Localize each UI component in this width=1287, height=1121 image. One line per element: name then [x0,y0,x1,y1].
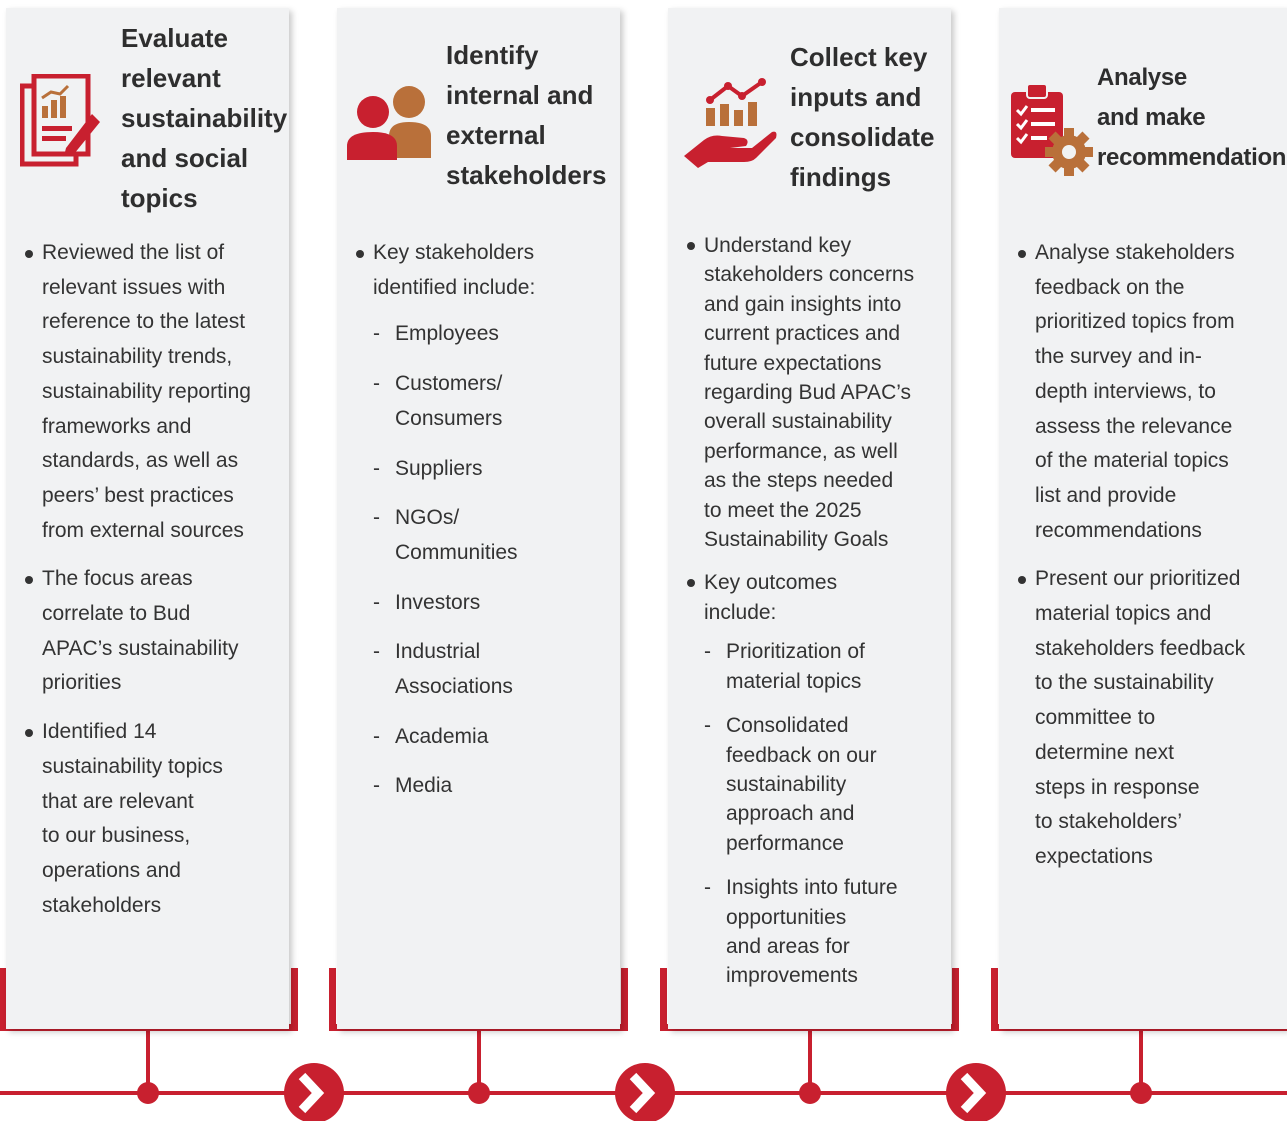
timeline-node-3 [799,1082,821,1104]
timeline-node-1 [137,1082,159,1104]
sub-item: Customers/Consumers [337,367,620,436]
clipboard-gear-icon [1011,83,1093,176]
chevron-right-icon [284,1063,344,1121]
sub-item: Media [337,769,620,804]
sub-item: Employees [337,317,620,352]
sub-item: Investors [337,586,620,621]
sub-item: NGOs/Communities [337,501,620,570]
timeline-node-2 [468,1082,490,1104]
sub-item: Suppliers [337,452,620,487]
sub-item: Academia [337,720,620,755]
chevron-right-icon [615,1063,675,1121]
chevron-right-icon [946,1063,1006,1121]
hand-chart-icon [684,78,777,168]
people-icon [347,86,431,160]
report-chart-pen-icon [20,74,100,167]
timeline-node-4 [1130,1082,1152,1104]
